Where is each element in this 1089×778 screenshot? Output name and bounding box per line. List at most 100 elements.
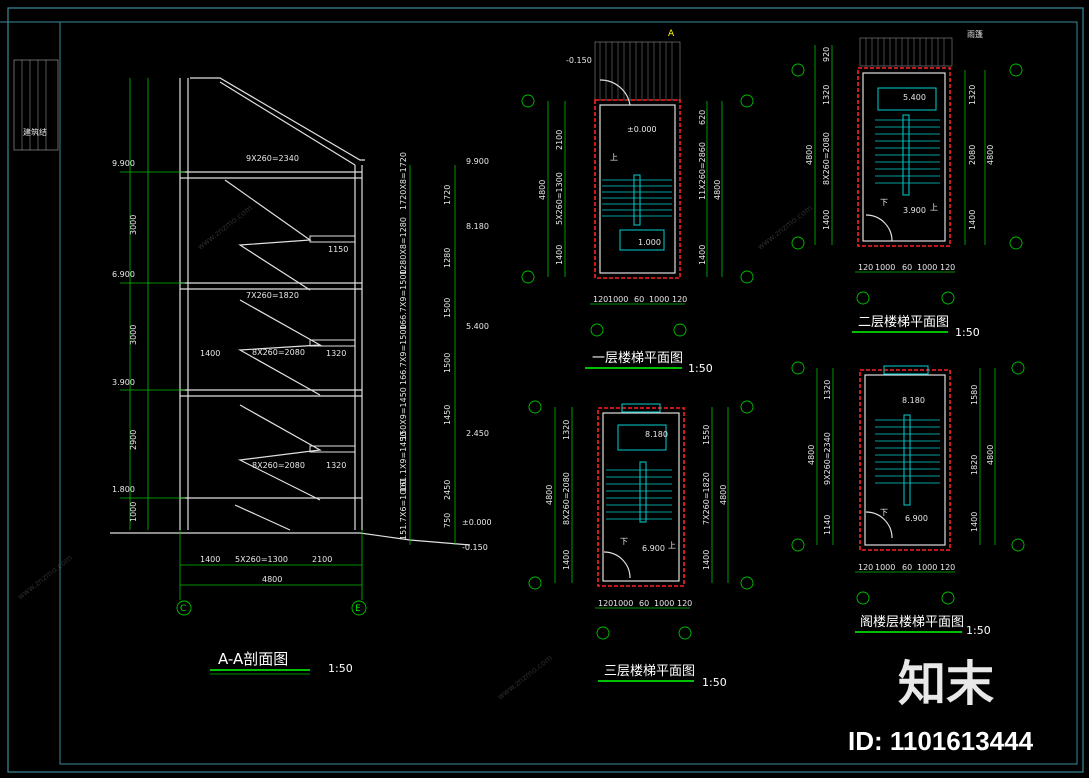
plan2-dim-right-2: 2080 xyxy=(968,145,977,165)
elev-right-1: 9.900 xyxy=(466,157,489,166)
plan1-up-label: 上 xyxy=(610,153,618,162)
plan3-total-left: 4800 xyxy=(545,485,554,505)
plan4-title: 阁楼层楼梯平面图 xyxy=(860,615,964,630)
plan2-scale: 1:50 xyxy=(955,326,980,339)
watermark-url-2: www.znzmo.com xyxy=(496,653,555,702)
dim-right-label-2: 1280X8=1280 xyxy=(399,217,408,275)
plan3-dim-right-3: 1400 xyxy=(702,550,711,570)
watermark-id: ID: 1101613444 xyxy=(848,726,1034,756)
plan2-level-bottom: 3.900 xyxy=(903,206,926,215)
plan1-bottom-dim-5: 120 xyxy=(672,295,687,304)
section-scale: 1:50 xyxy=(328,662,353,675)
plan2-dim-left-2: 1320 xyxy=(822,85,831,105)
plan4-dim-left-3: 1140 xyxy=(823,515,832,535)
plan1-level-landing: 1.000 xyxy=(638,238,661,247)
plan1-bottom-dim-1: 120 xyxy=(593,295,608,304)
plan-4: 8.180 6.900 下 1320 9X260=2340 1140 4800 … xyxy=(791,361,1025,637)
plan4-total-right: 4800 xyxy=(986,445,995,465)
bottom-dim-2: 5X260=1300 xyxy=(235,555,288,564)
plan1-dim-left-3: 1400 xyxy=(555,245,564,265)
dim-left-2: 3000 xyxy=(129,325,138,345)
axis-e-bubble xyxy=(351,600,367,616)
stair-label-2: 7X260=1820 xyxy=(246,291,299,300)
dim-left-3: 2900 xyxy=(129,430,138,450)
plan2-down-label: 下 xyxy=(880,198,888,207)
plan3-title: 三层楼梯平面图 xyxy=(604,664,695,679)
stair-label-4: 8X260=2080 xyxy=(252,461,305,470)
plan2-up-label: 上 xyxy=(930,203,938,212)
dim-right-1: 1720 xyxy=(443,185,452,205)
dim-right-2: 1280 xyxy=(443,248,452,268)
dim-right-label-3: 166.7X9=1500 xyxy=(399,269,408,330)
elev-right-4: 2.450 xyxy=(466,429,489,438)
plan4-level-top: 8.180 xyxy=(902,396,925,405)
plan2-label-top: 雨篷 xyxy=(967,29,983,39)
plan2-bottom-dim-3: 60 xyxy=(902,263,912,272)
plan2-title: 二层楼梯平面图 xyxy=(858,315,949,330)
inner-frame xyxy=(59,21,1078,765)
title-block-text-2: 筑 xyxy=(31,127,39,137)
plan4-bottom-dim-2: 1000 xyxy=(875,563,895,572)
plan2-dim-right-3: 1400 xyxy=(968,210,977,230)
dim-right-4: 1500 xyxy=(443,353,452,373)
dim-right-label-7: 151.7X6=1000 xyxy=(399,479,408,540)
plan-1: A -0.150 ±0.000 1.000 上 2100 5X260=1300 … xyxy=(521,29,754,375)
watermark-url-4: www.znzmo.com xyxy=(16,553,75,602)
plan4-bottom-dim-4: 1000 xyxy=(917,563,937,572)
plan4-level-bottom: 6.900 xyxy=(905,514,928,523)
plan3-bottom-dim-3: 60 xyxy=(639,599,649,608)
plan1-dim-right-3: 1400 xyxy=(698,245,707,265)
plan4-dim-right-2: 1820 xyxy=(970,455,979,475)
plan3-total-right: 4800 xyxy=(719,485,728,505)
plan3-dim-left-3: 1400 xyxy=(562,550,571,570)
title-block-text-1: 建 xyxy=(23,127,31,137)
plan1-bottom-dim-3: 60 xyxy=(634,295,644,304)
plan1-level-mid: ±0.000 xyxy=(627,125,657,134)
plan1-dim-left-1: 2100 xyxy=(555,130,564,150)
plan4-dim-right-1: 1580 xyxy=(970,385,979,405)
watermark-logo: 知末 xyxy=(898,656,994,712)
watermark-url-3: www.znzmo.com xyxy=(756,203,815,252)
plan-3: 8.180 6.900 上 下 1320 8X260=2080 1400 480… xyxy=(528,400,754,689)
plan4-down-label: 下 xyxy=(880,508,888,517)
elev-right-5: ±0.000 xyxy=(462,518,492,527)
outer-frame xyxy=(7,7,1084,773)
elev-left-4: 1.800 xyxy=(112,485,135,494)
stair-label-1: 9X260=2340 xyxy=(246,154,299,163)
plan1-bottom-dim-2: 1000 xyxy=(608,295,628,304)
bottom-dim-1: 1400 xyxy=(200,555,220,564)
plan2-bottom-dim-1: 120 xyxy=(858,263,873,272)
plan3-bottom-dim-5: 120 xyxy=(677,599,692,608)
axis-c-bubble xyxy=(176,600,192,616)
dim-right-label-6: 161.1X9=1450 xyxy=(399,431,408,492)
plan3-scale: 1:50 xyxy=(702,676,727,689)
plan3-dim-right-1: 1550 xyxy=(702,425,711,445)
plan1-title: 一层楼梯平面图 xyxy=(592,351,683,366)
plan4-bottom-dim-1: 120 xyxy=(858,563,873,572)
plan4-total-left: 4800 xyxy=(807,445,816,465)
dim-left-4: 1000 xyxy=(129,502,138,522)
watermark-diagonal: www.znzmo.com www.znzmo.com www.znzmo.co… xyxy=(16,203,815,702)
plan1-section-mark: A xyxy=(668,29,675,39)
dim-left-1: 3000 xyxy=(129,215,138,235)
plan3-up-label: 上 xyxy=(668,541,676,550)
plan3-level-top: 8.180 xyxy=(645,430,668,439)
plan2-level-top: 5.400 xyxy=(903,93,926,102)
title-block-text-3: 结 xyxy=(39,127,47,137)
dim-right-6: 2450 xyxy=(443,480,452,500)
title-block: 建 筑 结 xyxy=(13,59,59,151)
plan4-scale: 1:50 xyxy=(966,624,991,637)
plan1-scale: 1:50 xyxy=(688,362,713,375)
plan3-bottom-dim-1: 120 xyxy=(598,599,613,608)
plan4-bottom-dim-3: 60 xyxy=(902,563,912,572)
inner-dim-2: 1400 xyxy=(200,349,220,358)
plan3-dim-right-2: 7X260=1820 xyxy=(702,472,711,525)
plan2-total-right: 4800 xyxy=(986,145,995,165)
plan2-bottom-dim-5: 120 xyxy=(940,263,955,272)
plan1-level-top: -0.150 xyxy=(566,56,592,65)
plan-2: 雨篷 5.400 3.900 上 下 920 1320 8X260=2080 1… xyxy=(791,29,1023,339)
section-title: A-A剖面图 xyxy=(218,650,288,668)
plan3-dim-left-2: 8X260=2080 xyxy=(562,472,571,525)
dim-right-5: 1450 xyxy=(443,405,452,425)
plan3-dim-left-1: 1320 xyxy=(562,420,571,440)
